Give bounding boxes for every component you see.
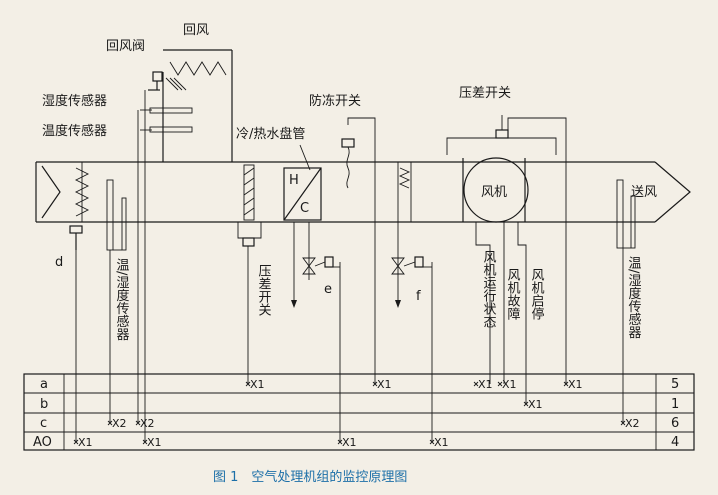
mark-a-fan-run: X1 <box>478 378 493 391</box>
mark-c-return-sensors: X2 <box>140 417 155 430</box>
diff-pressure-top-label: 压差开关 <box>459 86 511 101</box>
diff-pressure-filter-label: 压差开关 <box>256 264 272 316</box>
fan-run-label: 风机运行状态 <box>481 250 497 328</box>
primary-filter <box>74 162 90 222</box>
humidity-sensor-label: 湿度传感器 <box>42 93 107 109</box>
coil-h-label: H <box>289 173 299 188</box>
water-coil <box>283 144 322 221</box>
row-a-label: a <box>40 377 48 392</box>
e-label: e <box>324 282 332 297</box>
row-b-label: b <box>40 397 48 412</box>
th-sensor-right-element <box>616 179 636 249</box>
junction-crosses <box>73 381 626 445</box>
coil-label: 冷/热水盘管 <box>236 126 305 142</box>
return-damper-label: 回风阀 <box>106 39 145 54</box>
supply-air-label: 送风 <box>631 185 657 200</box>
return-air-label: 回风 <box>183 23 209 38</box>
mark-a-fan-fault: X1 <box>502 378 517 391</box>
mark-ao-d: X1 <box>78 436 93 449</box>
valve-e <box>291 222 334 308</box>
mark-a-filter: X1 <box>250 378 265 391</box>
th-sensor-left-element <box>106 179 127 251</box>
row-c-total: 6 <box>671 416 679 431</box>
signal-lines <box>75 90 624 442</box>
mark-b-fan-startstop: X1 <box>528 398 543 411</box>
heating-coil <box>391 162 424 308</box>
row-ao-label: AO <box>33 435 52 450</box>
mark-ao-e: X1 <box>342 436 357 449</box>
mark-a-fan-pressure: X1 <box>568 378 583 391</box>
antifreeze-label: 防冻开关 <box>309 93 361 109</box>
th-sensor-right-label: 温/湿度传感器 <box>626 256 642 340</box>
antifreeze-switch <box>341 117 376 189</box>
figure-caption: 图 1 空气处理机组的监控原理图 <box>213 469 407 485</box>
fan-startstop-label: 风机启停 <box>529 268 545 320</box>
coil-c-label: C <box>300 201 309 216</box>
return-air-branch <box>140 49 233 162</box>
d-actuator <box>69 225 83 250</box>
main-duct <box>35 161 691 223</box>
mark-c-th-left: X2 <box>112 417 127 430</box>
f-label: f <box>416 289 421 304</box>
fan-fault-label: 风机故障 <box>505 268 521 320</box>
secondary-filter <box>237 164 262 247</box>
fan-label: 风机 <box>481 185 507 200</box>
mark-ao-return-damper: X1 <box>147 436 162 449</box>
th-sensor-left-label: 温/湿度传感器 <box>114 258 130 342</box>
mark-ao-f: X1 <box>434 436 449 449</box>
d-label: d <box>55 255 63 270</box>
row-c-label: c <box>40 416 47 431</box>
temp-sensor-label: 温度传感器 <box>42 123 107 139</box>
mark-a-antifreeze: X1 <box>377 378 392 391</box>
row-b-total: 1 <box>671 397 679 412</box>
row-a-total: 5 <box>671 377 679 392</box>
row-ao-total: 4 <box>671 435 679 450</box>
supply-fan <box>446 115 557 223</box>
mark-c-th-right: X2 <box>625 417 640 430</box>
io-table <box>23 373 695 451</box>
